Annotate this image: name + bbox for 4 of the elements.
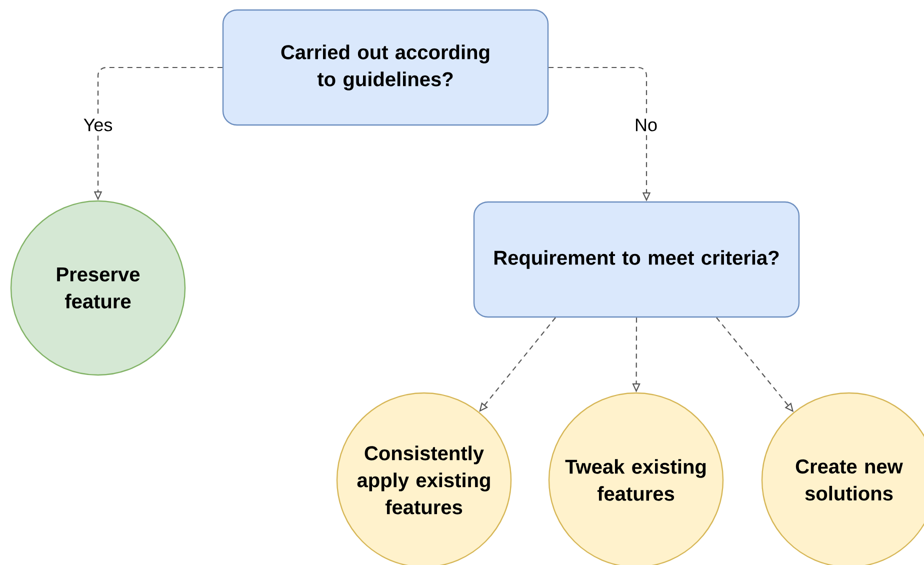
edge-label: No [632, 116, 660, 134]
decision-box: Carried out according to guidelines? [222, 9, 549, 126]
edge-label: Yes [81, 116, 115, 134]
decision-box: Requirement to meet criteria? [473, 201, 800, 318]
